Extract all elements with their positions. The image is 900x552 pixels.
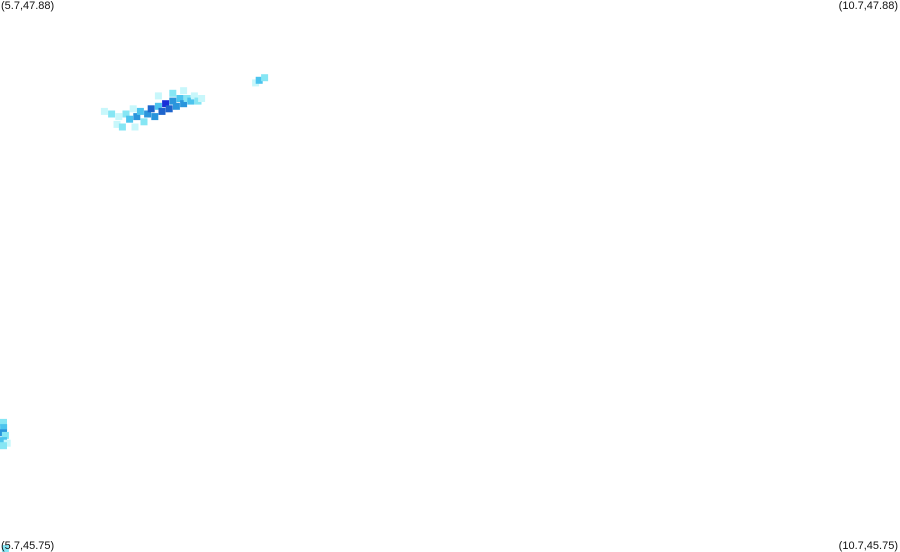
precipitation-cell (198, 95, 206, 102)
precipitation-cell (118, 123, 126, 131)
precipitation-area-cell-bottom-edge (1, 545, 9, 552)
precipitation-cell (154, 92, 162, 100)
precipitation-cell (165, 105, 173, 113)
precipitation-cell (100, 107, 108, 115)
corner-label-bottom-right: (10.7,45.75) (838, 540, 898, 552)
precipitation-cell (0, 437, 7, 445)
corner-label-top-left: (5.7,47.88) (1, 0, 55, 12)
precipitation-cell (140, 118, 148, 126)
precipitation-cell (172, 102, 180, 110)
precipitation-cell (183, 95, 191, 102)
precipitation-cell (252, 79, 260, 87)
precipitation-cell (1, 545, 9, 552)
precipitation-cell (194, 97, 202, 105)
precipitation-cell (0, 424, 8, 432)
precipitation-cell (131, 123, 139, 131)
precipitation-cell (162, 100, 170, 108)
precipitation-cell (0, 442, 7, 450)
precipitation-cell (151, 113, 159, 121)
precipitation-cell (133, 113, 141, 121)
precipitation-cell (0, 418, 7, 426)
precipitation-cell (1, 431, 9, 439)
precipitation-cell (180, 100, 188, 108)
precipitation-cell (136, 107, 144, 115)
precipitation-cell (3, 439, 11, 447)
precipitation-cell (144, 110, 152, 118)
corner-label-top-right: (10.7,47.88) (838, 0, 898, 12)
precipitation-area-cell-small-north (252, 74, 269, 87)
precipitation-cell (154, 102, 162, 110)
precipitation-cell (176, 95, 184, 102)
precipitation-cell (169, 97, 177, 105)
precipitation-area-cell-southwest-edge (0, 418, 11, 450)
precipitation-cell (129, 105, 137, 113)
precipitation-cell (180, 87, 188, 95)
precipitation-cell (147, 105, 155, 113)
precipitation-cell (158, 107, 166, 115)
precipitation-cell (261, 74, 269, 82)
precipitation-cell (169, 89, 177, 97)
precipitation-cell (126, 115, 134, 123)
precipitation-cell (255, 76, 263, 84)
precipitation-cell (187, 97, 195, 105)
precipitation-cell (190, 92, 198, 100)
corner-label-bottom-left: (5.7,45.75) (1, 540, 55, 552)
precipitation-cell (122, 110, 130, 118)
precipitation-cell (108, 110, 116, 118)
precipitation-cell (115, 113, 123, 121)
precipitation-cell (113, 120, 121, 128)
precipitation-area-cell-northwest (100, 87, 206, 131)
